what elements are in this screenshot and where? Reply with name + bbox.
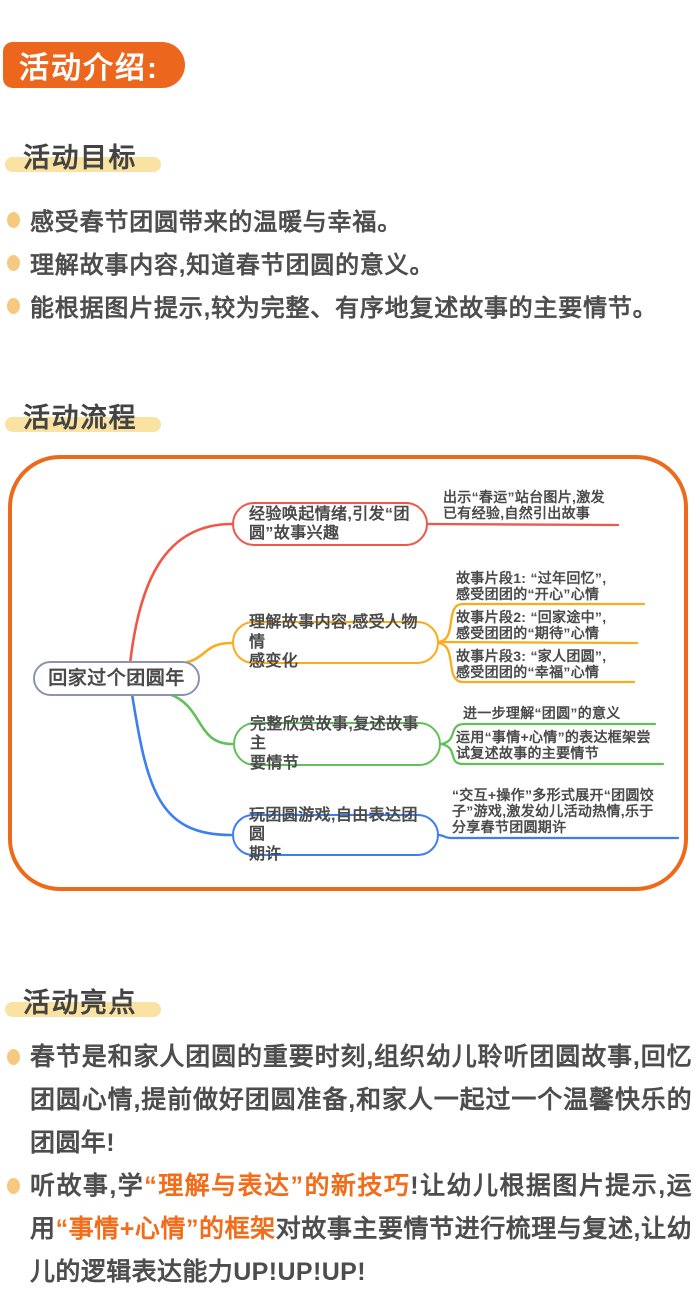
goal-text: 能根据图片提示,较为完整、有序地复述故事的主要情节。	[30, 295, 658, 322]
goal-text: 理解故事内容,知道春节团圆的意义。	[30, 252, 435, 279]
mindmap-note: 故事片段3: “家人团圆”, 感受团团的“幸福”心情	[456, 648, 607, 680]
bullet-dot-icon	[7, 297, 20, 314]
mindmap-note: “交互+操作”多形式展开“团圆饺 子”游戏,激发幼儿活动热情,乐于 分享春节团圆…	[452, 787, 654, 835]
mindmap-node-retell-story: 完整欣赏故事,复述故事主 要情节	[233, 716, 441, 772]
highlights-section-heading: 活动亮点	[0, 981, 320, 1018]
mindmap-note: 出示“春运”站台图片,激发 已有经验,自然引出故事	[443, 489, 605, 521]
heading-highlight-bar	[5, 157, 161, 172]
mindmap-note: 故事片段2: “回家途中”, 感受团团的“期待”心情	[456, 609, 607, 641]
mindmap-node-experience: 经验唤起情绪,引发“团 圆”故事兴趣	[232, 502, 428, 546]
highlights-list: 春节是和家人团圆的重要时刻,组织幼儿聆听团圆故事,回忆团圆心情,提前做好团圆准备…	[7, 1036, 693, 1294]
highlight-text: 春节是和家人团圆的重要时刻,组织幼儿聆听团圆故事,回忆团圆心情,提前做好团圆准备…	[30, 1043, 692, 1157]
list-item: 理解故事内容,知道春节团圆的意义。	[7, 241, 693, 284]
flow-section-heading: 活动流程	[0, 396, 320, 433]
goal-text: 感受春节团圆带来的温暖与幸福。	[30, 209, 402, 236]
bullet-dot-icon	[7, 211, 20, 228]
bullet-dot-icon	[7, 254, 20, 271]
flow-title: 活动流程	[23, 403, 137, 433]
highlight-text: 听故事,学“理解与表达”的新技巧!让幼儿根据图片提示,运用“事情+心情”的框架对…	[30, 1172, 693, 1286]
bullet-dot-icon	[7, 1178, 20, 1194]
goals-section-heading: 活动目标	[0, 136, 320, 173]
mindmap-note: 运用“事情+心情”的表达框架尝 试复述故事的主要情节	[456, 729, 651, 761]
list-item: 春节是和家人团圆的重要时刻,组织幼儿聆听团圆故事,回忆团圆心情,提前做好团圆准备…	[7, 1036, 693, 1165]
goals-list: 感受春节团圆带来的温暖与幸福。 理解故事内容,知道春节团圆的意义。 能根据图片提…	[7, 198, 693, 327]
mindmap-node-reunion-game: 玩团圆游戏,自由表达团圆 期许	[232, 807, 439, 863]
page-title-badge: 活动介绍:	[3, 42, 185, 88]
goals-title: 活动目标	[23, 143, 137, 173]
mindmap-note: 进一步理解“团圆”的意义	[463, 705, 621, 721]
list-item: 感受春节团圆带来的温暖与幸福。	[7, 198, 693, 241]
page-title: 活动介绍:	[19, 52, 159, 85]
mindmap-root-node: 回家过个团圆年	[33, 661, 200, 696]
bullet-dot-icon	[7, 1049, 20, 1065]
list-item: 能根据图片提示,较为完整、有序地复述故事的主要情节。	[7, 284, 693, 327]
heading-highlight-bar	[5, 1002, 161, 1017]
mindmap-note: 故事片段1: “过年回忆”, 感受团团的“开心”心情	[456, 570, 607, 602]
list-item: 听故事,学“理解与表达”的新技巧!让幼儿根据图片提示,运用“事情+心情”的框架对…	[7, 1165, 693, 1294]
mindmap-node-understand-story: 理解故事内容,感受人物情 感变化	[232, 614, 439, 670]
highlights-title: 活动亮点	[23, 988, 137, 1018]
heading-highlight-bar	[5, 417, 161, 432]
